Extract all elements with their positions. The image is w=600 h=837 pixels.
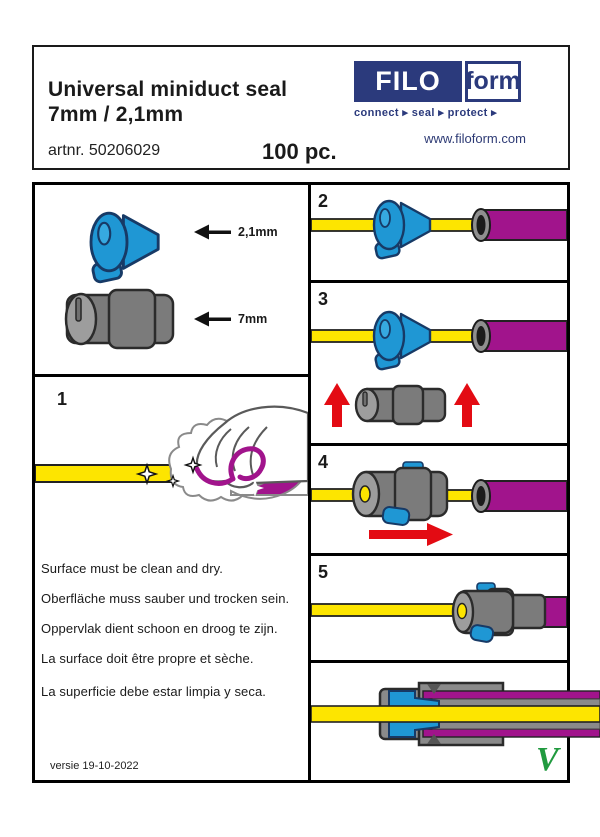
seal-2-1mm-illustration: [372, 199, 432, 261]
cross-section-illustration: [311, 681, 600, 747]
instruction-es: La superficie debe estar limpia y seca.: [41, 684, 267, 699]
label-2-1mm: 2,1mm: [238, 225, 278, 239]
red-right-arrow-icon: [369, 523, 453, 546]
slide-seal-illustration: [311, 461, 567, 546]
duct-illustration: [480, 480, 567, 512]
seal-7mm-illustration: [64, 288, 175, 350]
duct-opening-illustration: [471, 479, 491, 513]
instruction-fr: La surface doit être propre et sèche.: [41, 651, 254, 666]
step-number: 1: [57, 389, 68, 409]
duct-opening-illustration: [471, 208, 491, 242]
step-5-panel: 5: [311, 556, 567, 663]
instruction-nl: Oppervlak dient schoon en droog te zijn.: [41, 621, 278, 636]
seal-2-1mm-illustration: [372, 310, 432, 372]
clean-duct-illustration: [35, 405, 308, 502]
step-3-panel: 3: [311, 283, 567, 446]
duct-cross-section: [422, 690, 600, 738]
step-number: 4: [318, 452, 329, 472]
instruction-en: Surface must be clean and dry.: [41, 561, 223, 576]
seal-lip-notch: [427, 734, 441, 744]
duct-illustration: [480, 320, 567, 352]
seal-lip-notch: [427, 684, 441, 694]
assembled-seal-illustration: [451, 582, 547, 643]
step-4-panel: 4: [311, 446, 567, 556]
step-2-panel: 2: [311, 185, 567, 283]
website-url: www.filoform.com: [424, 131, 526, 146]
duct-illustration: [480, 209, 567, 241]
product-title-line1: Universal miniduct seal: [48, 78, 288, 101]
approved-check-mark: V: [536, 741, 559, 778]
quantity-label: 100 pc.: [262, 139, 337, 164]
step-number: 2: [318, 191, 329, 211]
seal-2-1mm-illustration: [89, 211, 160, 285]
header-box: Universal miniduct seal 7mm / 2,1mm artn…: [32, 45, 570, 170]
left-arrow-icon: [194, 311, 231, 327]
insert-seal-illustration: [311, 582, 567, 643]
logo-form-text: form: [465, 61, 521, 102]
add-7mm-seal-illustration: [311, 310, 567, 427]
cable-illustration: [311, 603, 464, 617]
parts-overview-panel: 2,1mm 7mm: [35, 185, 311, 377]
thread-seal-illustration: [311, 199, 567, 261]
seal-7mm-illustration: [354, 384, 447, 426]
red-up-arrow-icon: [454, 383, 480, 427]
final-result-panel: V: [311, 663, 600, 780]
instruction-grid: 2,1mm 7mm: [32, 182, 600, 783]
label-7mm: 7mm: [238, 312, 268, 326]
step-number: 3: [318, 289, 329, 309]
logo-filo-text: FILO: [354, 61, 462, 102]
product-title: Universal miniduct seal 7mm / 2,1mm: [48, 77, 287, 127]
step-1-panel: 1 Surface must be clean and dry. Oberflä…: [35, 377, 311, 780]
seal-parts-illustration: [64, 211, 231, 350]
filoform-logo: FILO form: [354, 61, 566, 102]
article-number: artnr. 50206029: [48, 142, 161, 159]
assembled-seal-illustration: [351, 461, 449, 526]
duct-opening-illustration: [471, 319, 491, 353]
left-arrow-icon: [194, 224, 231, 240]
red-up-arrow-icon: [324, 383, 350, 427]
brand-tagline: connect ▸ seal ▸ protect ▸: [354, 107, 498, 119]
product-title-line2: 7mm / 2,1mm: [48, 103, 184, 126]
step-number: 5: [318, 562, 329, 582]
version-label: versie 19-10-2022: [50, 760, 139, 772]
brand-logo: FILO form connect ▸ seal ▸ protect ▸ www…: [354, 61, 566, 146]
instruction-de: Oberfläche muss sauber und trocken sein.: [41, 591, 290, 606]
cable-cross-section: [311, 705, 600, 723]
